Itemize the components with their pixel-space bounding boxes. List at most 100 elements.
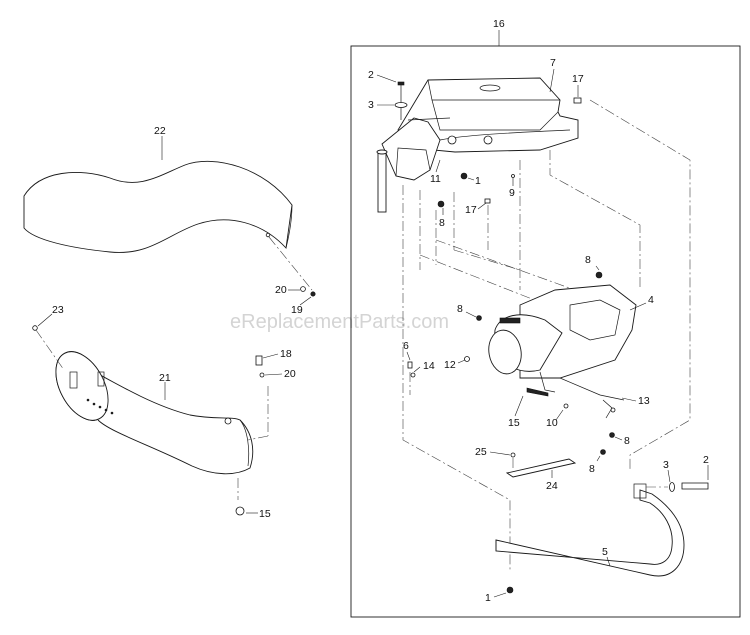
hw-9 — [511, 174, 515, 178]
leader-11 — [435, 159, 441, 173]
callout-22: 22 — [154, 125, 166, 137]
callout-3b: 3 — [663, 459, 669, 471]
hw-6 — [407, 361, 413, 369]
leader-1a — [467, 177, 475, 181]
callout-11: 11 — [430, 173, 441, 185]
hw-14 — [410, 372, 416, 378]
hw-3b — [669, 482, 675, 492]
callout-17a: 17 — [572, 73, 584, 85]
leader-15a — [514, 395, 524, 417]
callout-15a: 15 — [508, 417, 520, 429]
hw-8e — [600, 449, 606, 455]
callout-23: 23 — [52, 304, 64, 316]
callout-16: 16 — [493, 18, 505, 30]
part-5-bracket — [495, 483, 685, 577]
leader-20b — [264, 373, 283, 376]
leader-23 — [37, 313, 53, 327]
callout-8a: 8 — [439, 217, 445, 229]
assembly-16-frame — [350, 45, 741, 618]
hw-18 — [255, 355, 263, 366]
leader-8d — [614, 436, 623, 441]
part-24-bracket — [505, 458, 577, 478]
hw-8d — [609, 432, 615, 438]
hw-23 — [32, 325, 38, 331]
part-22-tube — [23, 160, 293, 253]
callout-7: 7 — [550, 57, 556, 69]
leader-12 — [457, 359, 466, 364]
leader-3b — [667, 469, 671, 483]
phantom-22-20 — [268, 236, 313, 291]
hw-8b — [595, 271, 603, 279]
callout-4: 4 — [648, 294, 654, 306]
leader-2a — [376, 74, 397, 83]
hw-17a — [573, 97, 582, 104]
leader-7 — [549, 68, 555, 93]
hw-8a — [437, 200, 445, 208]
hw-1a — [460, 172, 468, 180]
hw-12 — [464, 356, 470, 362]
callout-12: 12 — [444, 359, 456, 371]
leader-8c — [465, 311, 477, 318]
leader-18 — [262, 353, 279, 359]
top-hood-assembly — [376, 77, 579, 213]
hw-20b — [259, 372, 265, 378]
hw-3a — [394, 102, 408, 108]
leader-6 — [406, 351, 411, 361]
callout-19: 19 — [291, 304, 303, 316]
phantom-f — [435, 239, 576, 291]
leader-19 — [299, 296, 312, 306]
leader-14 — [413, 366, 421, 373]
phantom-hood-mid — [549, 150, 641, 290]
hw-17b — [484, 198, 491, 204]
leader-17b — [477, 202, 487, 210]
callout-3a: 3 — [368, 99, 374, 111]
phantom-hood-left — [402, 185, 511, 570]
callout-13: 13 — [638, 395, 650, 407]
callout-8c: 8 — [457, 303, 463, 315]
leader-1b — [493, 592, 507, 598]
callout-8d: 8 — [624, 435, 630, 447]
hw-15b — [235, 506, 245, 516]
leader-8e — [596, 455, 601, 462]
phantom-18b — [247, 435, 269, 441]
hw-8c — [476, 315, 482, 321]
callout-8e: 8 — [589, 463, 595, 475]
hw-19 — [310, 291, 316, 297]
hw-1b — [506, 586, 514, 594]
leader-10 — [555, 409, 564, 421]
callout-2b: 2 — [703, 454, 709, 466]
hw-2b — [681, 482, 709, 490]
callout-18: 18 — [280, 348, 292, 360]
callout-21: 21 — [159, 372, 171, 384]
leader-8b — [595, 265, 600, 271]
callout-17b: 17 — [465, 204, 477, 216]
callout-20b: 20 — [284, 368, 296, 380]
phantom-h — [453, 249, 521, 271]
callout-1a: 1 — [475, 175, 481, 187]
callout-15b: 15 — [259, 508, 271, 520]
callout-2a: 2 — [368, 69, 374, 81]
callout-20a: 20 — [275, 284, 287, 296]
hw-25 — [510, 452, 516, 458]
hw-20a — [300, 286, 306, 292]
phantom-e — [419, 254, 561, 311]
callout-9: 9 — [509, 187, 515, 199]
leader-13 — [621, 397, 637, 402]
lower-chute-assembly — [488, 284, 637, 419]
callout-8b: 8 — [585, 254, 591, 266]
callout-10: 10 — [546, 417, 558, 429]
phantom-hood-right — [589, 99, 691, 470]
callout-24: 24 — [546, 480, 558, 492]
part-21-tube — [55, 351, 254, 475]
phantom-23 — [35, 329, 65, 371]
callout-25: 25 — [475, 446, 487, 458]
leader-25 — [489, 451, 511, 456]
callout-5: 5 — [602, 546, 608, 558]
callout-14: 14 — [423, 360, 435, 372]
callout-6: 6 — [403, 340, 409, 352]
leader-5 — [606, 556, 611, 567]
leader-4 — [629, 302, 647, 311]
callout-1b: 1 — [485, 592, 491, 604]
